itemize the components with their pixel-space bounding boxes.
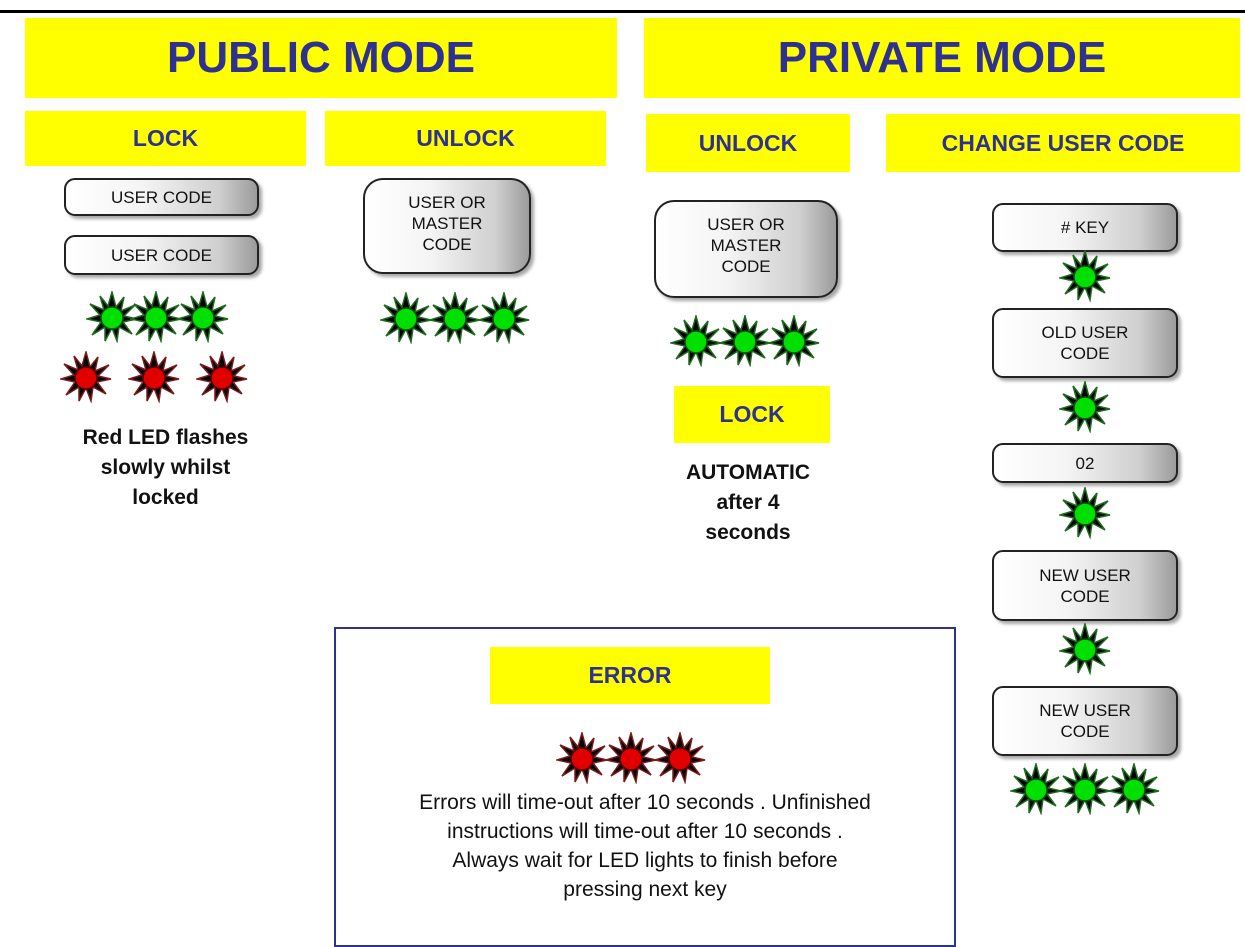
private-mode-title: PRIVATE MODE xyxy=(644,18,1240,98)
green-led-icon xyxy=(380,292,432,344)
red-led-icon xyxy=(196,351,248,403)
green-led-icon xyxy=(130,291,182,343)
green-led-icon xyxy=(670,315,722,367)
public-mode-title: PUBLIC MODE xyxy=(25,18,617,98)
private-unlock-heading: UNLOCK xyxy=(646,114,850,172)
user-or-master-code-key[interactable]: USER OR MASTER CODE xyxy=(654,200,838,298)
green-led-icon xyxy=(1059,487,1111,539)
green-led-icon xyxy=(1059,623,1111,675)
user-code-key[interactable]: USER CODE xyxy=(64,178,259,216)
green-led-icon xyxy=(1059,250,1111,302)
red-led-icon xyxy=(605,732,657,784)
top-rule xyxy=(0,10,1245,13)
green-led-icon xyxy=(768,315,820,367)
error-description: Errors will time-out after 10 seconds . … xyxy=(419,791,871,901)
code-02-key[interactable]: 02 xyxy=(992,443,1178,483)
new-user-code-key[interactable]: NEW USER CODE xyxy=(992,686,1178,756)
old-user-code-key[interactable]: OLD USER CODE xyxy=(992,308,1178,378)
hash-key[interactable]: # KEY xyxy=(992,203,1178,252)
green-led-icon xyxy=(1108,763,1160,815)
red-led-note: Red LED flashes slowly whilst locked xyxy=(82,426,249,509)
green-led-icon xyxy=(1059,763,1111,815)
change-user-code-heading: CHANGE USER CODE xyxy=(886,114,1240,172)
red-led-icon xyxy=(654,732,706,784)
red-led-icon xyxy=(128,351,180,403)
green-led-icon xyxy=(1010,763,1062,815)
new-user-code-key[interactable]: NEW USER CODE xyxy=(992,550,1178,621)
red-led-icon xyxy=(60,351,112,403)
green-led-icon xyxy=(177,291,229,343)
green-led-icon xyxy=(478,292,530,344)
automatic-lock-note: AUTOMATIC after 4 seconds xyxy=(685,461,811,544)
public-lock-heading: LOCK xyxy=(25,111,306,166)
user-code-key[interactable]: USER CODE xyxy=(64,235,259,275)
green-led-icon xyxy=(429,292,481,344)
public-unlock-heading: UNLOCK xyxy=(325,111,606,166)
error-heading: ERROR xyxy=(490,647,770,704)
green-led-icon xyxy=(1059,381,1111,433)
private-lock-heading: LOCK xyxy=(674,386,830,443)
green-led-icon xyxy=(719,315,771,367)
red-led-icon xyxy=(556,732,608,784)
user-or-master-code-key[interactable]: USER OR MASTER CODE xyxy=(363,178,531,274)
